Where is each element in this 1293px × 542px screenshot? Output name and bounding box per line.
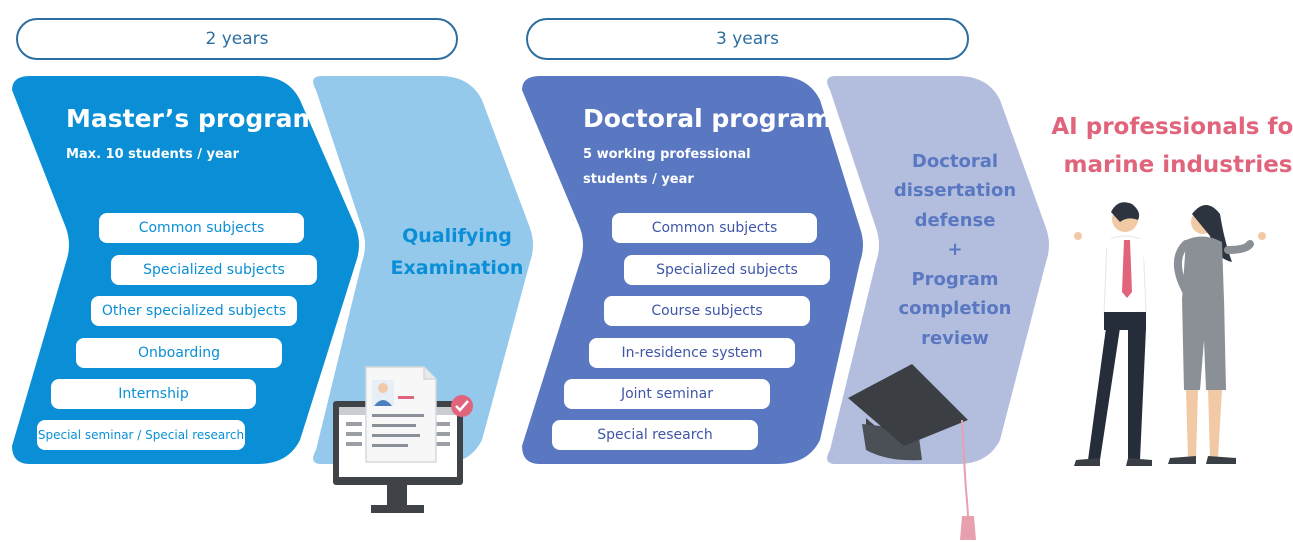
- master-subject-special-seminar: Special seminar / Special research: [37, 420, 245, 450]
- master-subject-other-specialized: Other specialized subjects: [91, 296, 297, 326]
- master-title: Master’s program: [66, 104, 319, 133]
- doctoral-title: Doctoral program: [583, 104, 832, 133]
- master-subject-specialized: Specialized subjects: [111, 255, 317, 285]
- monitor-document-icon: [333, 366, 473, 513]
- master-subtitle: Max. 10 students / year: [66, 147, 239, 162]
- duration-bar-doctoral: 3 years: [526, 18, 969, 60]
- master-subject-common: Common subjects: [99, 213, 304, 243]
- doctoral-subject-course: Course subjects: [604, 296, 810, 326]
- master-subject-onboarding: Onboarding: [76, 338, 282, 368]
- graduation-cap-icon: [848, 364, 976, 540]
- doctoral-subject-common: Common subjects: [612, 213, 817, 243]
- defense-chevron: [827, 76, 1049, 464]
- doctoral-subject-in-residence: In-residence system: [589, 338, 795, 368]
- doctoral-subject-joint-seminar: Joint seminar: [564, 379, 770, 409]
- defense-review-label: Doctoral dissertation defense + Program …: [893, 150, 1017, 349]
- duration-bar-master: 2 years: [16, 18, 458, 60]
- master-subject-internship: Internship: [51, 379, 256, 409]
- outcome-title: AI professionals for marine industries: [1051, 114, 1293, 178]
- professionals-illustration: [1074, 202, 1266, 466]
- doctoral-subject-special-research: Special research: [552, 420, 758, 450]
- doctoral-subtitle: 5 working professional students / year: [583, 147, 751, 187]
- doctoral-subject-specialized: Specialized subjects: [624, 255, 830, 285]
- qualifying-exam-label: Qualifying Examination: [390, 225, 524, 279]
